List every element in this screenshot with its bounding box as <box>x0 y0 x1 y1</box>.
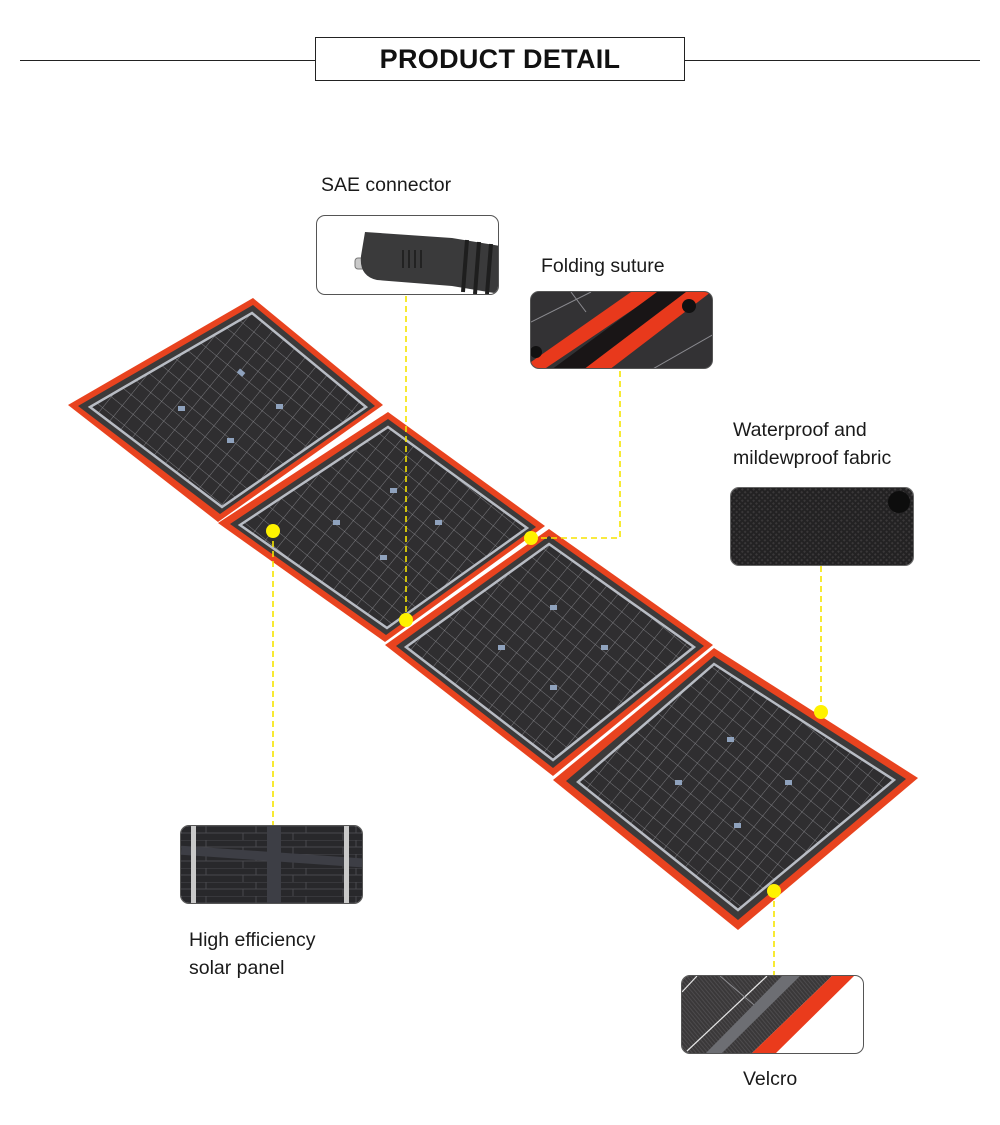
panel-2 <box>218 412 545 642</box>
tile-high-efficiency <box>180 825 363 904</box>
label-waterproof-fabric: Waterproof and mildewproof fabric <box>733 419 892 469</box>
sae-connector-icon <box>354 232 498 294</box>
callout-dots <box>266 524 828 898</box>
panel-1 <box>68 298 383 522</box>
label-folding-suture: Folding suture <box>541 255 665 277</box>
leader-lines <box>272 296 822 975</box>
folding-suture-image <box>531 292 712 368</box>
label-sae-connector: SAE connector <box>321 174 452 196</box>
dot-efficiency <box>266 524 280 538</box>
dot-fabric <box>814 705 828 719</box>
velcro-closeup-image <box>682 976 854 1053</box>
panel-3 <box>385 529 713 776</box>
label-velcro: Velcro <box>743 1068 798 1090</box>
title-box: PRODUCT DETAIL <box>315 37 685 81</box>
label-high-efficiency: High efficiency solar panel <box>189 929 316 979</box>
page-title: PRODUCT DETAIL <box>379 43 621 74</box>
tile-velcro <box>681 975 864 1054</box>
dot-folding <box>524 531 538 545</box>
tile-waterproof-fabric <box>730 487 914 566</box>
fabric-texture-image <box>731 488 913 565</box>
header-rule-right <box>685 60 980 61</box>
tile-sae-connector <box>316 215 499 295</box>
panel-4 <box>553 648 918 930</box>
tile-folding-suture <box>530 291 713 369</box>
dot-velcro <box>767 884 781 898</box>
dot-sae <box>399 613 413 627</box>
solar-cell-closeup-image <box>181 826 362 903</box>
header-rule-left <box>20 60 315 61</box>
